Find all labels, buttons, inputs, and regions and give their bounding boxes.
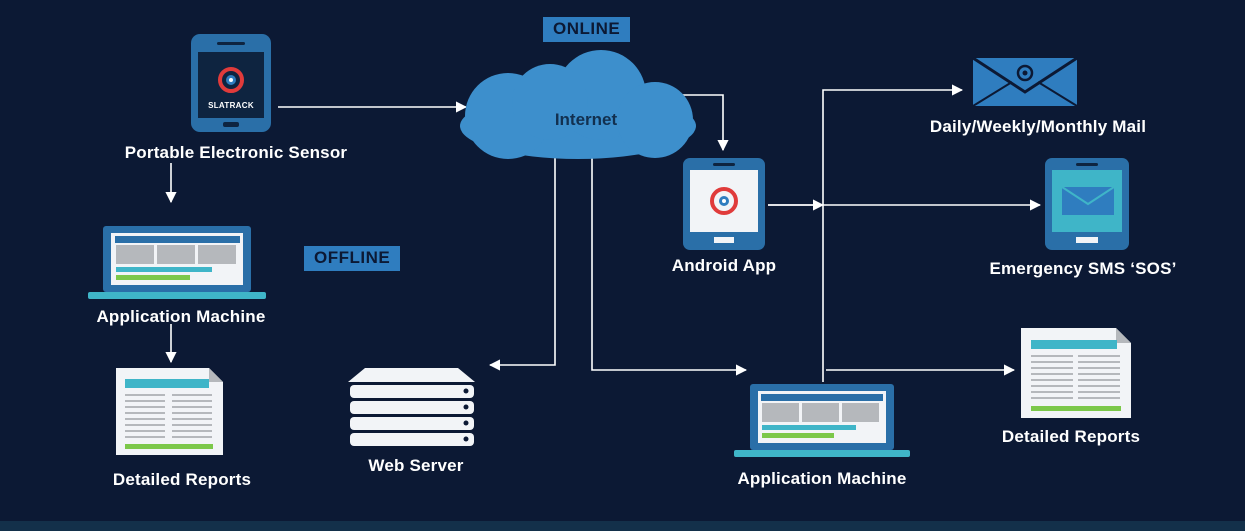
sensor-brand-label: SLATRACK [208,101,254,110]
bottom-band [0,521,1245,531]
mail-envelope-icon [972,56,1078,107]
online-reports-label: Detailed Reports [1001,427,1141,446]
offline-tag: OFFLINE [304,246,401,271]
sensor-label: Portable Electronic Sensor [124,143,348,162]
web-server-label: Web Server [368,456,464,475]
mail-label: Daily/Weekly/Monthly Mail [929,117,1147,136]
android-app-label: Android App [671,256,777,275]
sms-phone-icon [1045,158,1129,250]
online-app-machine-label: Application Machine [737,469,907,488]
offline-reports-label: Detailed Reports [112,470,252,489]
internet-cloud-icon [460,50,696,159]
sms-label: Emergency SMS ‘SOS’ [989,259,1177,278]
internet-label: Internet [554,110,618,129]
arrow-internet-to-web-server [488,158,556,371]
android-phone-icon [683,158,765,250]
offline-laptop-icon [88,226,266,299]
arrow-internet-to-app-machine [591,158,748,376]
web-server-icon [348,368,475,446]
sensor-phone-icon [191,34,271,132]
arrow-app-machine-to-mail [822,84,964,382]
online-laptop-icon [734,384,910,457]
offline-app-machine-label: Application Machine [96,307,266,326]
connectors [165,84,1042,382]
offline-report-document-icon [116,368,223,455]
online-tag: ONLINE [543,17,631,42]
online-report-document-icon [1021,328,1131,418]
